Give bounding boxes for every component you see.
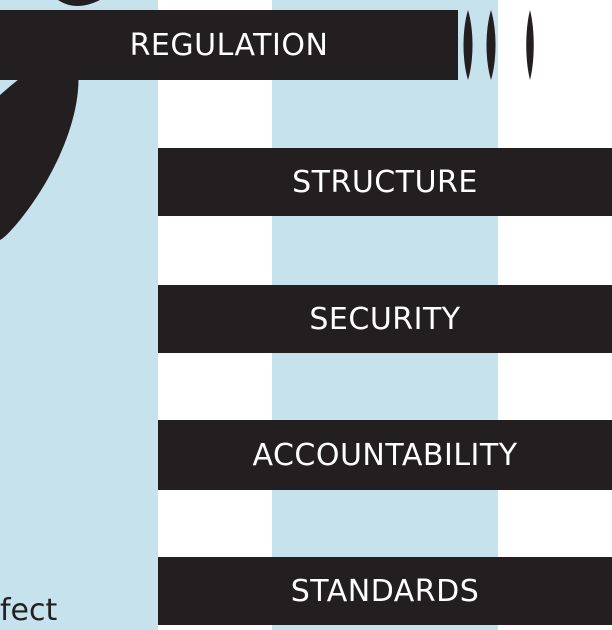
figure-shape bbox=[0, 55, 79, 240]
cutoff-text: fect bbox=[0, 593, 58, 628]
stroke-1 bbox=[463, 10, 473, 80]
regulation-bar: REGULATION bbox=[0, 10, 458, 80]
accountability-bar: ACCOUNTABILITY bbox=[158, 420, 612, 490]
standards-label: STANDARDS bbox=[290, 573, 480, 609]
structure-bar: STRUCTURE bbox=[158, 148, 612, 216]
stroke-3 bbox=[526, 10, 534, 80]
regulation-label: REGULATION bbox=[129, 27, 329, 63]
accountability-label: ACCOUNTABILITY bbox=[252, 437, 518, 473]
stroke-2 bbox=[486, 10, 496, 80]
structure-label: STRUCTURE bbox=[292, 164, 478, 200]
security-bar: SECURITY bbox=[158, 285, 612, 353]
security-label: SECURITY bbox=[309, 301, 461, 337]
standards-bar: STANDARDS bbox=[158, 557, 612, 625]
figure-knot bbox=[58, 0, 100, 6]
